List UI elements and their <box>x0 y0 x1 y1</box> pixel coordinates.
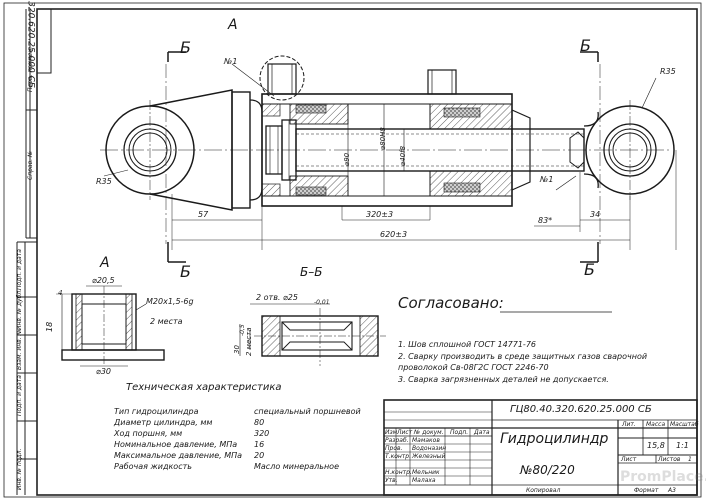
section-mark-b-bottom-left: Б <box>180 262 191 281</box>
col-sign: Подп. <box>450 429 469 436</box>
col-date: Дата <box>474 429 490 436</box>
spec-value: 320 <box>254 429 270 438</box>
copied-label: Копировал <box>526 487 561 494</box>
specs-title: Техническая характеристика <box>126 382 282 393</box>
spec-value: 16 <box>254 440 265 449</box>
detail-a-title: А <box>100 255 110 271</box>
spec-row: Диаметр цилиндра, мм 80 <box>114 419 364 430</box>
name-razrab: Мамаков <box>412 437 440 444</box>
note-3: 3. Сварка загрязненных деталей не допуск… <box>398 375 609 384</box>
drawing-designation: ГЦ80.40.320.620.25.000 СБ <box>510 404 652 415</box>
section-2holes: 2 отв. ⌀25 <box>256 293 298 302</box>
section-mark-b-bottom-right: Б <box>584 260 595 279</box>
note-2-cont: проволокой Св-08Г2С ГОСТ 2246-70 <box>398 363 549 372</box>
side-sprav-no: Справ. № <box>27 150 34 180</box>
detail-a-d30: ⌀30 <box>96 367 111 376</box>
sheets-value: 1 <box>688 456 692 463</box>
spec-name: Рабочая жидкость <box>114 462 192 471</box>
sheet-label: Лист <box>621 456 637 463</box>
spec-name: Ход поршня, мм <box>114 429 183 438</box>
role-nkontr: Н.контр. <box>385 469 412 476</box>
spec-value: 20 <box>254 451 265 460</box>
spec-value: специальный поршневой <box>254 407 361 416</box>
col-doc: № докум. <box>414 429 444 436</box>
detail-a-2places: 2 места <box>150 317 183 326</box>
spec-name: Максимальное давление, МПа <box>114 451 243 460</box>
note-2: 2. Сварку производить в среде защитных г… <box>398 352 648 361</box>
section-tol: -0,01 <box>314 299 330 306</box>
name-tkontr: Железный <box>412 453 446 460</box>
dim-d90: ⌀90 <box>343 152 351 166</box>
dim-57: 57 <box>198 210 209 219</box>
dim-620: 620±3 <box>380 230 408 239</box>
note-1: 1. Шов сплошной ГОСТ 14771-76 <box>398 340 536 349</box>
detail-a-m20: М20х1,5-6g <box>146 297 194 306</box>
role-utv: Утв. <box>385 477 398 484</box>
role-razrab: Разраб. <box>385 437 409 444</box>
agreed-label: Согласовано: <box>398 294 504 312</box>
dim-34: 34 <box>590 210 601 219</box>
format-value: А3 <box>668 487 676 494</box>
name-utv: Малаха <box>412 477 436 484</box>
view-mark-a: А <box>228 17 238 33</box>
side-podp-data-2: Подп. и дата <box>16 375 23 416</box>
spec-name: Номинальное давление, МПа <box>114 440 238 449</box>
scale-label: Масштаб <box>670 421 699 428</box>
dim-d40f8: ⌀40f8 <box>399 145 407 166</box>
section-30: 30 <box>233 345 241 354</box>
dim-320: 320±3 <box>366 210 394 219</box>
col-izm: Изм <box>385 429 398 436</box>
spec-name: Тип гидроцилиндра <box>114 407 199 416</box>
drawing-number: №80/220 <box>520 463 575 477</box>
dim-83: 83* <box>538 216 553 225</box>
section-b-b-title: Б–Б <box>300 265 323 279</box>
side-perv-primen: Перв. примен. <box>27 46 34 92</box>
dim-d80h8: ⌀80Н8 <box>379 127 387 150</box>
item-mark-bottom: №1 <box>540 175 554 184</box>
spec-row: Номинальное давление, МПа 16 <box>114 441 364 452</box>
side-inv-dubl: Инв. № дубл. <box>16 288 23 330</box>
title-block-grid <box>383 399 698 496</box>
mass-value: 15,8 <box>647 441 665 450</box>
detail-a-18: 18 <box>45 321 54 332</box>
section-b-b <box>239 303 386 366</box>
mass-label: Масса <box>646 421 666 428</box>
lit-label: Лит. <box>622 421 636 428</box>
cylinder-assembly <box>100 51 677 263</box>
watermark: PromPlace.UA <box>620 469 706 485</box>
detail-a-d205: ⌀20,5 <box>92 276 115 285</box>
section-mark-b-top-left: Б <box>180 38 191 57</box>
role-prov: Пров. <box>385 445 403 452</box>
spec-value: Масло минеральное <box>254 462 339 471</box>
side-podp-data-1: Подп. и дата <box>16 249 23 290</box>
col-list: Лист <box>397 429 413 436</box>
radius-right: R35 <box>660 67 676 76</box>
spec-row: Тип гидроцилиндра специальный поршневой <box>114 408 364 419</box>
radius-left: R35 <box>96 177 112 186</box>
side-inv-podl: Инв. № подл. <box>16 448 23 490</box>
name-nkontr: Мельник <box>412 469 440 476</box>
name-prov: Водоназин <box>412 445 447 452</box>
section-2places: 2 места <box>245 327 253 356</box>
spec-row: Максимальное давление, МПа 20 <box>114 452 364 463</box>
format-label: Формат <box>634 487 659 494</box>
detail-a-boss <box>56 285 165 367</box>
item-mark-top: №1 <box>224 57 238 66</box>
section-mark-b-top-right: Б <box>580 36 591 55</box>
side-vzam-inv: Взам. инв. № <box>16 329 23 370</box>
role-tkontr: Т.контр. <box>385 453 412 460</box>
scale-value: 1:1 <box>676 441 689 450</box>
spec-row: Ход поршня, мм 320 <box>114 430 364 441</box>
sheet-frame <box>3 2 702 498</box>
detail-a-4: 4 <box>58 289 63 297</box>
drawing-name: Гидроцилиндр <box>500 431 609 447</box>
sheets-label: Листов <box>658 456 681 463</box>
spec-value: 80 <box>254 418 265 427</box>
spec-row: Рабочая жидкость Масло минеральное <box>114 463 364 474</box>
spec-name: Диаметр цилиндра, мм <box>114 418 213 427</box>
